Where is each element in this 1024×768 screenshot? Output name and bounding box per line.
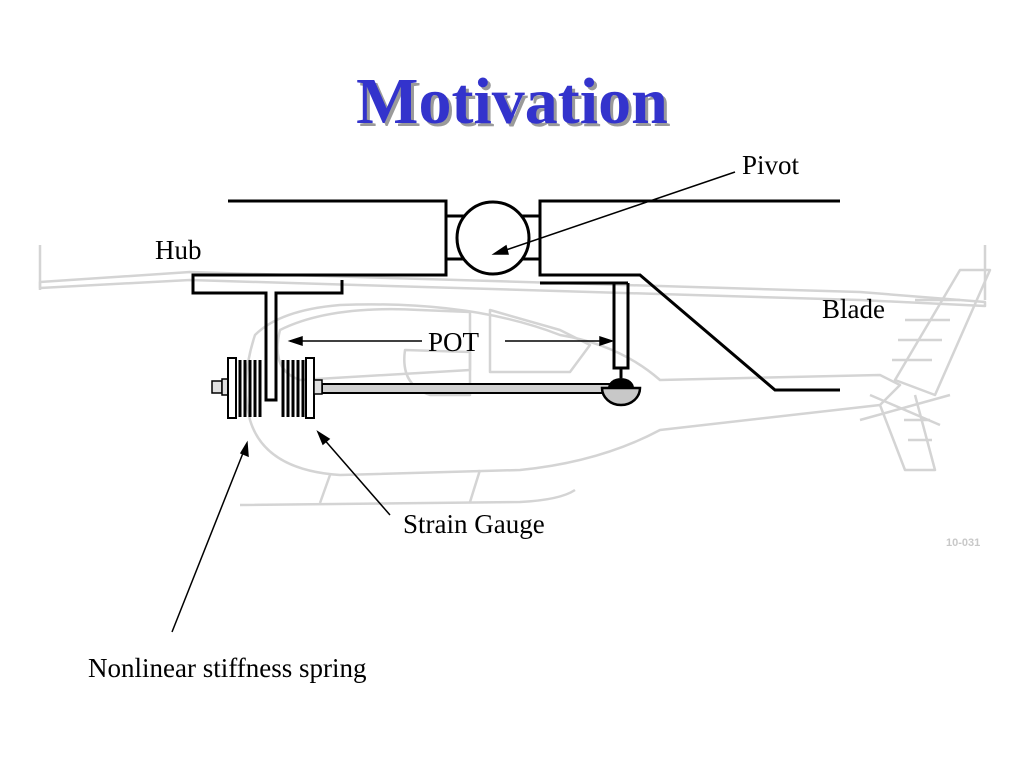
hub-structure (191, 199, 840, 402)
strain-gauge-bearing (600, 368, 642, 407)
pot-label: POT (428, 327, 480, 357)
drawing-number-watermark: 10-031 (946, 537, 981, 549)
helicopter-outline-icon (38, 245, 992, 507)
coil-spring-icon (211, 357, 323, 419)
pivot-label: Pivot (742, 150, 800, 180)
spring-label: Nonlinear stiffness spring (88, 653, 367, 683)
hub-label: Hub (155, 235, 202, 265)
blade-label: Blade (822, 294, 885, 324)
pot-dimension-arrow (287, 335, 615, 347)
slide-title: Motivation (356, 65, 668, 138)
leader-lines (171, 171, 736, 633)
pivot-bearing-icon (455, 200, 531, 276)
strain-gauge-label: Strain Gauge (403, 509, 545, 539)
connecting-rod (321, 383, 619, 394)
